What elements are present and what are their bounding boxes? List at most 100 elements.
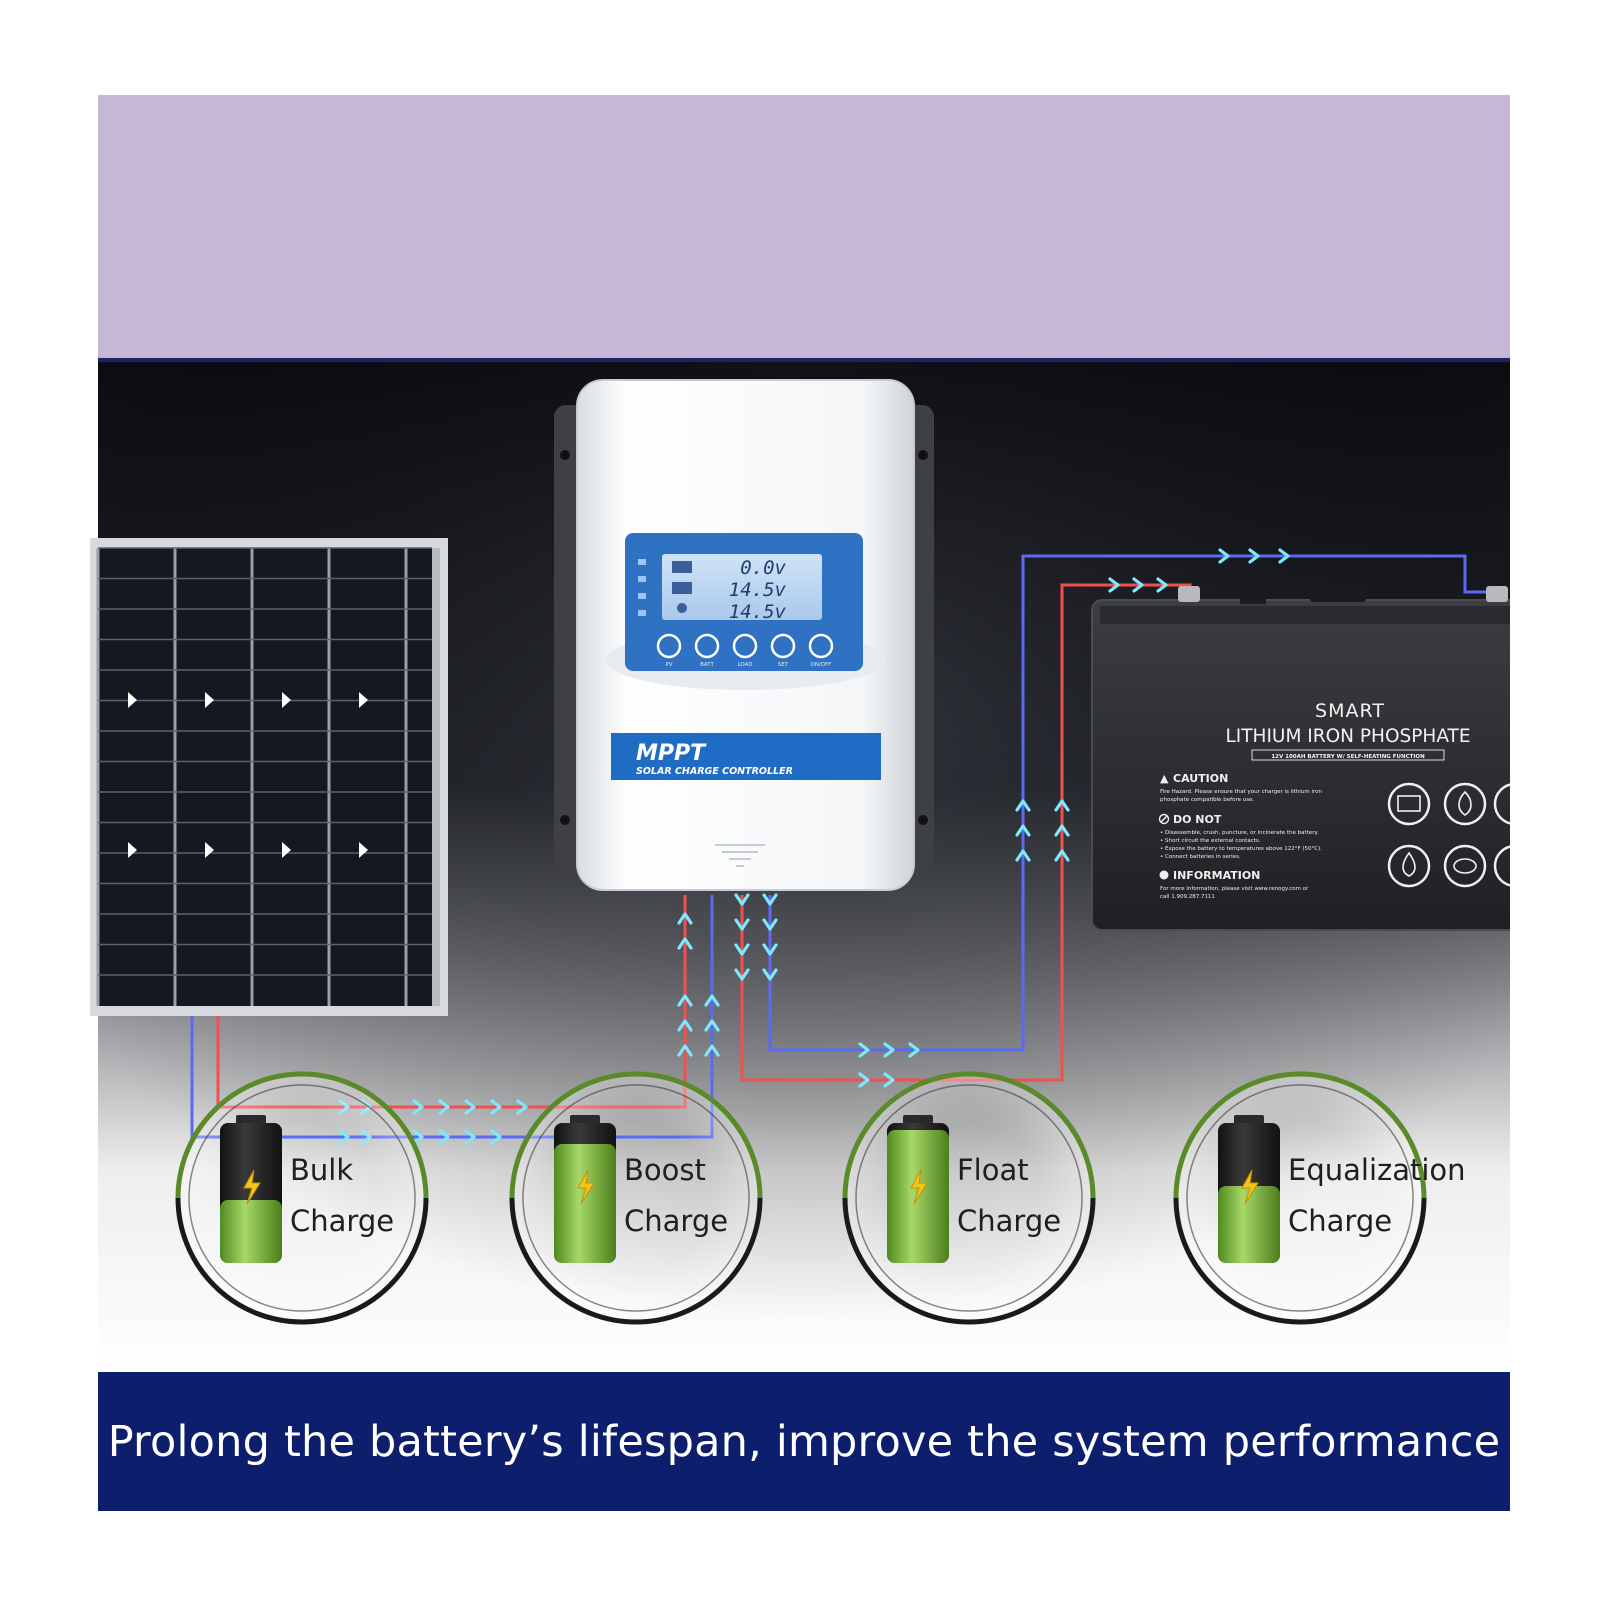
title-band-divider	[98, 358, 1510, 362]
controller-button	[770, 633, 796, 659]
wire-battery-negative	[768, 554, 1490, 1052]
controller-button	[694, 633, 720, 659]
flow-arrow-icon	[490, 1099, 502, 1115]
manual-icon	[1387, 782, 1431, 826]
flow-arrow-icon	[1015, 799, 1031, 812]
controller-button-label: ON/OFF	[811, 662, 832, 668]
flow-arrow-icon	[464, 1129, 476, 1145]
flow-arrow-icon	[677, 1019, 693, 1032]
flow-arrow-icon	[412, 1099, 424, 1115]
flow-arrow-icon	[734, 943, 750, 956]
title-band	[98, 95, 1510, 360]
flow-arrow-icon	[1278, 548, 1290, 564]
flow-arrow-icon	[734, 968, 750, 981]
warning-triangle-icon: ▲	[1160, 772, 1169, 785]
flow-arrow-icon	[762, 943, 778, 956]
footer-band: Prolong the battery’s lifespan, improve …	[98, 1372, 1510, 1511]
charging-stages: BulkChargeBoostChargeFloatChargeEqualiza…	[175, 1071, 1466, 1325]
flow-arrow-icon	[677, 912, 693, 925]
lightning-icon	[577, 1169, 595, 1205]
flow-arrow-icon	[1218, 548, 1230, 564]
stage-label-line2: Charge	[957, 1204, 1061, 1238]
stage-label-line2: Charge	[290, 1204, 394, 1238]
battery-title-line1: SMART	[1315, 700, 1385, 722]
lightning-icon	[243, 1169, 261, 1205]
solar-panel	[90, 538, 448, 1016]
flow-arrow-icon	[858, 1072, 870, 1088]
donot-item-4: • Connect batteries in series.	[1160, 854, 1241, 860]
controller-button	[808, 633, 834, 659]
donot-item-3: • Expose the battery to temperatures abo…	[1160, 846, 1322, 852]
flow-arrow-icon	[704, 1044, 720, 1057]
lcd-reading-pv: 0.0v	[740, 557, 786, 579]
controller-button-label: BATT	[700, 662, 714, 668]
fire-icon	[1443, 782, 1487, 826]
lightning-icon	[1241, 1169, 1259, 1205]
flow-arrow-icon	[704, 994, 720, 1007]
flow-arrow-icon	[1015, 849, 1031, 862]
wire-panel-positive	[216, 895, 687, 1109]
flow-arrow-icon	[883, 1072, 895, 1088]
flow-arrow-icon	[1248, 548, 1260, 564]
info-title: INFORMATION	[1173, 869, 1260, 882]
flow-arrow-icon	[464, 1099, 476, 1115]
flow-arrow-icon	[762, 893, 778, 906]
flow-arrow-icon	[734, 918, 750, 931]
donot-item-1: • Disassemble, crush, puncture, or incin…	[1160, 830, 1319, 836]
brand-label-panel	[611, 733, 881, 780]
lcd-reading-load: 14.5v	[729, 601, 787, 623]
battery-icon	[554, 1115, 616, 1263]
flow-arrow-icon	[677, 1044, 693, 1057]
battery-terminal-positive	[1178, 586, 1200, 602]
flow-arrow-icon	[1054, 824, 1070, 837]
brand-subtitle: SOLAR CHARGE CONTROLLER	[636, 766, 793, 777]
battery-icon	[220, 1115, 282, 1263]
footer-tagline: Prolong the battery’s lifespan, improve …	[107, 1416, 1501, 1467]
flow-arrow-icon	[1015, 824, 1031, 837]
battery-spec-strip: 12V 100AH BATTERY W/ SELF-HEATING FUNCTI…	[1271, 754, 1425, 760]
flow-arrow-icon	[1132, 577, 1144, 593]
lithium-battery: SMART LITHIUM IRON PHOSPHATE 12V 100AH B…	[1091, 586, 1600, 940]
stage-label-line1: Equalization	[1288, 1153, 1466, 1187]
controller-button	[732, 633, 758, 659]
flow-arrow-icon	[1054, 799, 1070, 812]
flow-arrow-icon	[1156, 577, 1168, 593]
flow-arrow-icon	[677, 994, 693, 1007]
flow-arrow-icon	[490, 1129, 502, 1145]
battery-title-line2: LITHIUM IRON PHOSPHATE	[1225, 726, 1470, 747]
flow-arrow-icon	[762, 918, 778, 931]
brand-title: MPPT	[636, 741, 707, 766]
flow-arrow-icon	[412, 1129, 424, 1145]
stage-label-line1: Float	[957, 1153, 1029, 1187]
lightning-icon	[910, 1169, 928, 1205]
battery-terminal-negative	[1486, 586, 1508, 602]
caution-text-1: Fire Hazard. Please ensure that your cha…	[1160, 789, 1323, 795]
flow-arrow-icon	[908, 1042, 920, 1058]
stage-label-line2: Charge	[624, 1204, 728, 1238]
vent-icon	[715, 844, 765, 867]
flow-arrow-icon	[734, 893, 750, 906]
flow-arrow-icon	[438, 1099, 450, 1115]
flow-arrow-icon	[704, 1019, 720, 1032]
info-text-1: For more information, please visit www.r…	[1160, 886, 1309, 892]
controller-button-label: SET	[778, 662, 789, 668]
flow-arrow-icon	[438, 1129, 450, 1145]
flow-arrow-icon	[762, 968, 778, 981]
battery-icon	[1218, 1115, 1280, 1263]
stage-label-line1: Bulk	[290, 1153, 353, 1187]
info-icon	[1159, 870, 1169, 880]
wire-panel-negative	[190, 895, 714, 1139]
flow-arrow-icon	[516, 1099, 528, 1115]
flow-arrow-icon	[677, 937, 693, 950]
wiring	[190, 554, 1490, 1139]
caution-title: CAUTION	[1173, 772, 1228, 785]
controller-button-label: LOAD	[737, 662, 752, 668]
stage-label-line1: Boost	[624, 1153, 706, 1187]
flow-arrow-icon	[883, 1042, 895, 1058]
